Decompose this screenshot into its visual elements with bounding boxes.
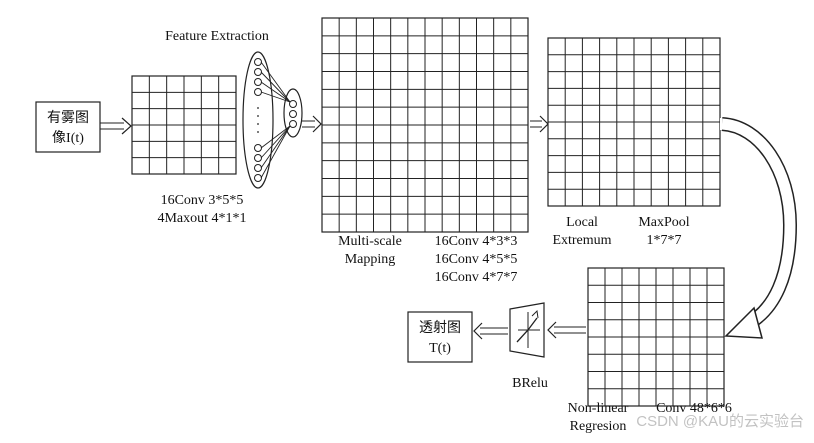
double-arrow-1 (100, 117, 132, 135)
input-box-line-2: 像I(t) (52, 130, 84, 146)
stage4-right-label: Conv 48*6*6 (656, 401, 732, 416)
stage1-label-2: 4Maxout 4*1*1 (157, 211, 246, 226)
output-box: 透射图 T(t) (407, 311, 473, 363)
watermark: CSDN @KAU的云实验台 (636, 413, 804, 430)
stage4-left-label-2: Regresion (570, 419, 627, 434)
double-arrow-5 (473, 322, 508, 340)
stage2-right-label-1: 16Conv 4*3*3 (435, 234, 518, 249)
double-arrow-2 (302, 115, 322, 133)
local-extremum-grid (547, 37, 721, 207)
input-box: 有雾图 像I(t) (35, 101, 101, 153)
diagram-title: Feature Extraction (165, 29, 269, 44)
multi-scale-mapping-grid (321, 17, 529, 233)
output-box-line-1: 透射图 (419, 320, 461, 336)
double-arrow-4 (547, 321, 586, 339)
non-linear-regression-grid (587, 267, 725, 407)
output-box-line-2: T(t) (429, 341, 451, 356)
stage3-right-label-1: MaxPool (638, 215, 689, 230)
input-box-line-1: 有雾图 (47, 110, 89, 126)
maxout-neuron-icon (242, 51, 303, 189)
stage2-right-label-2: 16Conv 4*5*5 (435, 252, 518, 267)
feature-extraction-grid (131, 75, 237, 175)
stage4-left-label-1: Non-linear (568, 401, 629, 416)
curved-arrow-icon (720, 117, 798, 339)
stage2-left-label-1: Multi-scale (338, 234, 402, 249)
stage1-label-1: 16Conv 3*5*5 (161, 193, 244, 208)
brelu-unit-icon (509, 302, 545, 358)
stage3-left-label-1: Local (566, 215, 598, 230)
double-arrow-3 (530, 115, 549, 133)
stage2-left-label-2: Mapping (345, 252, 396, 267)
brelu-label: BRelu (512, 376, 548, 391)
stage2-right-label-3: 16Conv 4*7*7 (435, 270, 518, 285)
stage3-right-label-2: 1*7*7 (647, 233, 682, 248)
stage3-left-label-2: Extremum (552, 233, 611, 248)
